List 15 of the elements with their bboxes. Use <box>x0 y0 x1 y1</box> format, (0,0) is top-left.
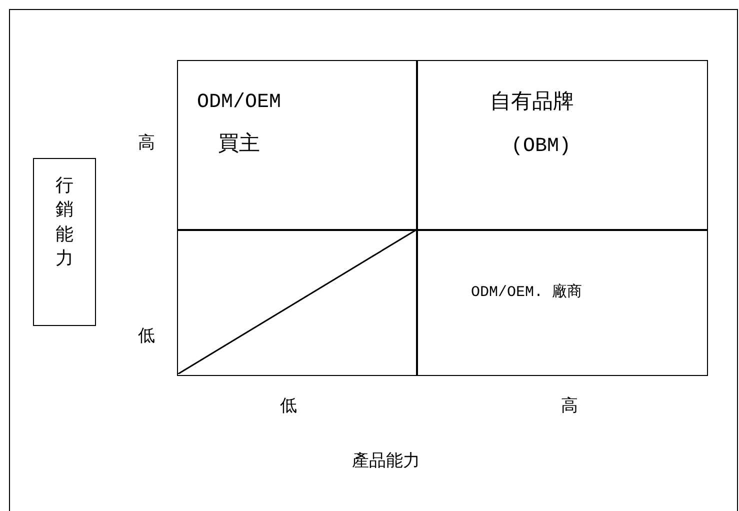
quadrant-label: (OBM) <box>511 135 572 159</box>
axis-tick-label: 高 <box>138 135 155 156</box>
axis-title: 產品能力 <box>352 453 420 474</box>
axis-title: 行銷能力 <box>54 176 74 272</box>
axis-title-box <box>33 158 96 326</box>
quadrant-title: 自有品牌 <box>490 91 574 116</box>
quadrant-title: ODM/OEM <box>197 91 282 115</box>
axis-tick-label: 高 <box>561 398 578 418</box>
quadrant-label: 買主 <box>218 133 260 158</box>
axis-tick-label: 低 <box>280 398 297 418</box>
quadrant-box <box>416 60 708 231</box>
quadrant-label: ODM/OEM. 廠商 <box>471 284 582 302</box>
quadrant-box <box>177 60 418 231</box>
quadrant-box <box>416 229 708 376</box>
axis-tick-label: 低 <box>138 328 155 348</box>
